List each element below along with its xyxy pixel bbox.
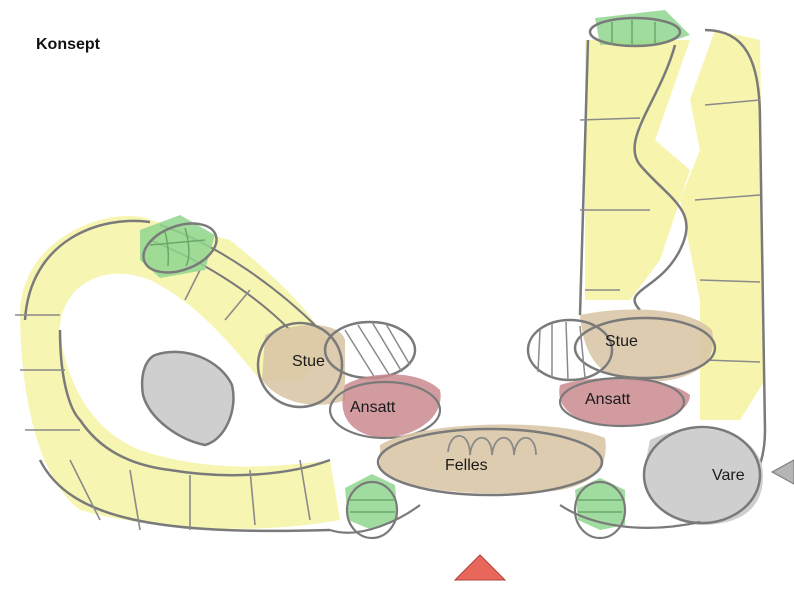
right-corridor-hatch	[579, 99, 761, 363]
green-patch-top-left	[140, 215, 215, 278]
label-stue-left: Stue	[292, 353, 325, 370]
label-stue-right: Stue	[605, 333, 638, 350]
green-oval-top-left	[142, 222, 218, 274]
stue-right-fill	[580, 309, 714, 382]
label-vare: Vare	[712, 467, 745, 484]
label-ansatt-left: Ansatt	[350, 399, 396, 416]
ansatt-left-outline	[328, 380, 442, 440]
grey-area-left	[140, 350, 235, 447]
ansatt-left-fill	[342, 374, 441, 438]
stue-right-outline	[573, 316, 717, 380]
stue-right-hatched-oval	[526, 318, 614, 382]
vare-entrance-arrow	[770, 459, 794, 485]
bottom-outline	[329, 504, 701, 534]
left-corridor-fill	[20, 215, 340, 529]
main-entrance-arrow	[453, 554, 507, 581]
green-patch-bottom-right	[575, 478, 625, 530]
left-corridor-hatch	[15, 269, 311, 531]
stue-left-outline	[256, 321, 344, 409]
felles-outline	[376, 427, 604, 497]
green-patch-top-right	[595, 10, 690, 45]
green-patch-bottom-left	[345, 474, 398, 530]
felles-fill	[380, 424, 606, 494]
vare-fill	[644, 428, 763, 525]
ansatt-right-fill	[559, 377, 690, 426]
label-felles: Felles	[445, 457, 488, 474]
ansatt-right-outline	[558, 376, 686, 428]
left-corridor-outline	[23, 219, 331, 533]
label-ansatt-right: Ansatt	[585, 391, 631, 408]
page-title: Konsept	[36, 36, 100, 53]
green-oval-top-right	[588, 16, 682, 48]
right-corridor-fill	[585, 40, 690, 300]
stue-left-fill	[262, 324, 345, 405]
vare-outline	[642, 425, 762, 525]
green-oval-bottom-right	[573, 480, 627, 540]
green-oval-bottom-left	[345, 480, 399, 540]
